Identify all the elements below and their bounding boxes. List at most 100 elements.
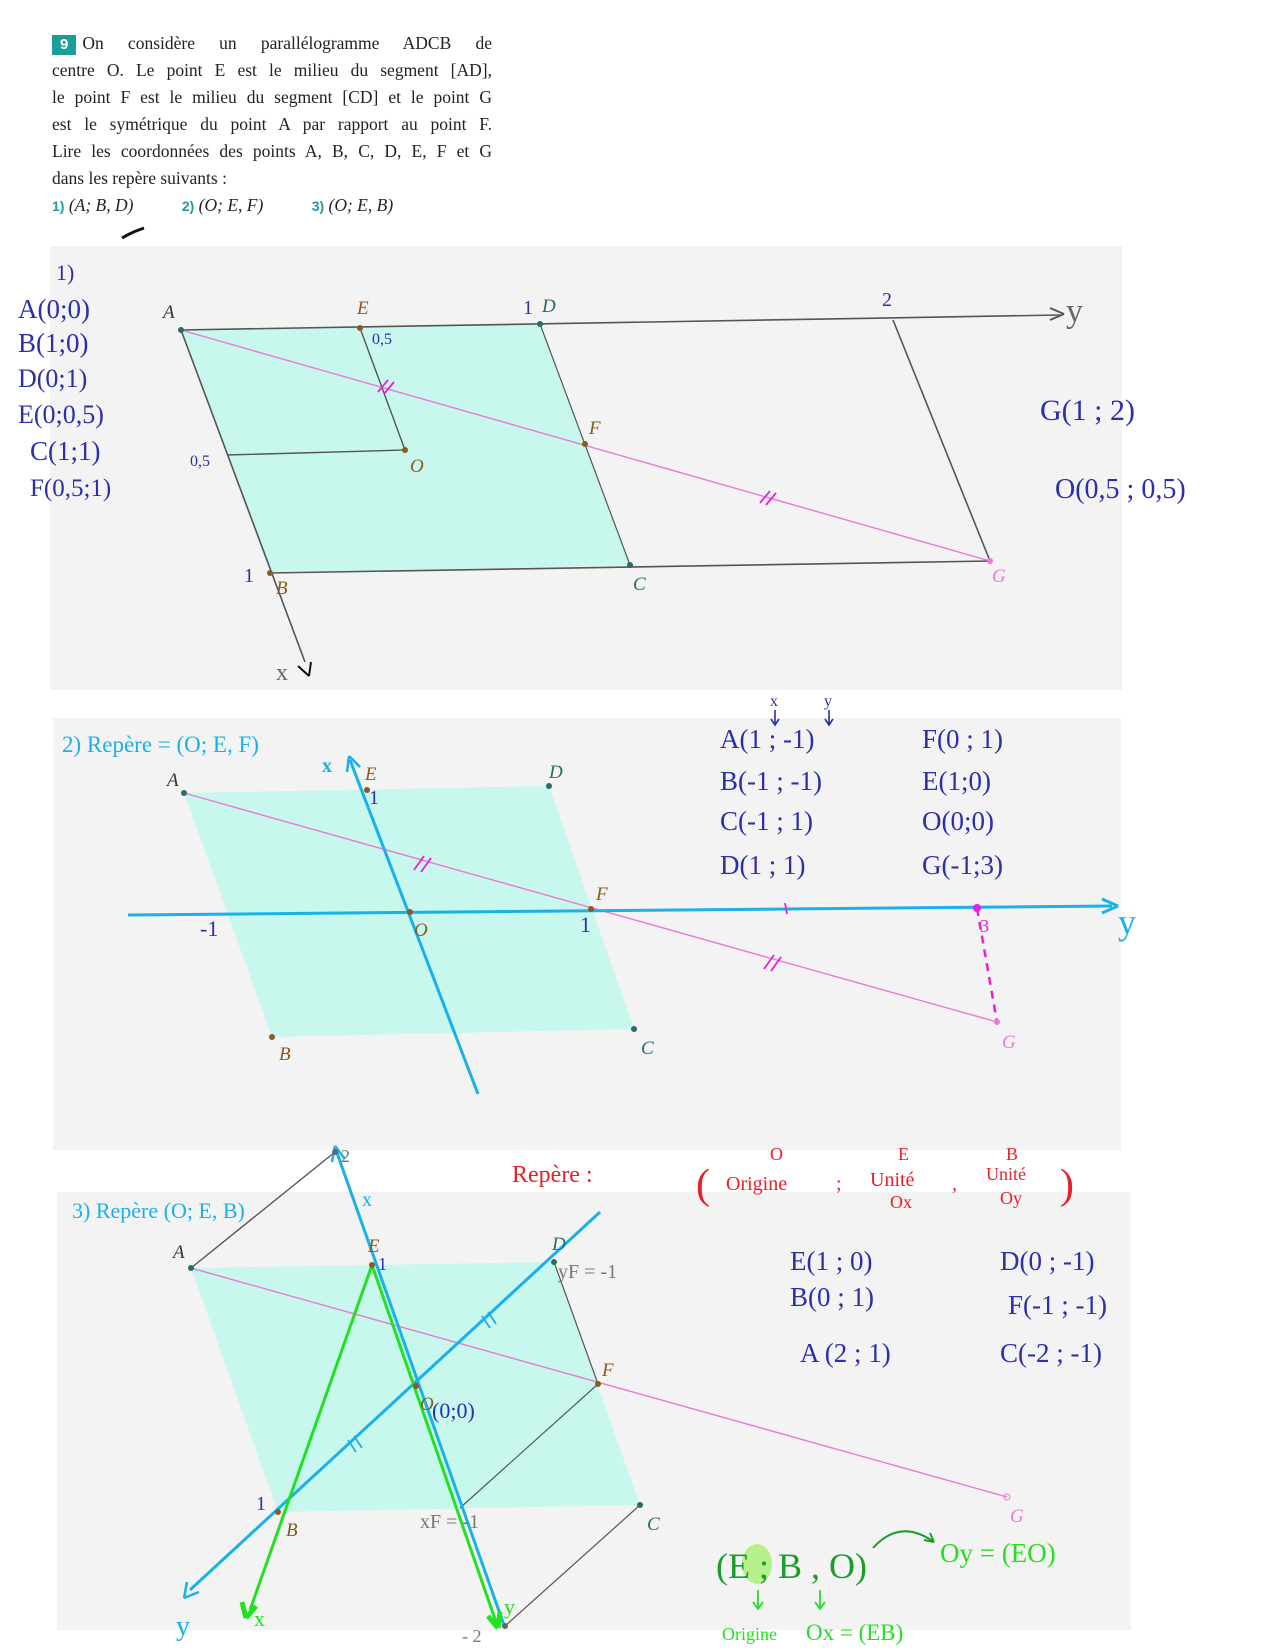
part3-paren-open: ( <box>696 1162 710 1208</box>
part1-label-B: B <box>276 578 288 599</box>
part3-title: 3) Repère (O; E, B) <box>72 1198 245 1223</box>
part2-axis-x-name: x <box>322 755 332 777</box>
part1-coord-F: F(0,5;1) <box>30 475 111 502</box>
statement-line-6: dans les repère suivants : <box>52 168 227 188</box>
part1-label-O: O <box>410 456 424 477</box>
part2-coord-D: D(1 ; 1) <box>720 850 805 880</box>
part3-green-tuple: (E ; B , O) <box>716 1546 867 1586</box>
part3-segment-df <box>553 1261 599 1385</box>
part3-green-origine: Origine <box>722 1624 777 1644</box>
part2-label-D: D <box>548 762 563 783</box>
part3-coord-F: F(-1 ; -1) <box>1008 1290 1107 1320</box>
question-2: 2) (O; E, F) <box>181 195 264 215</box>
part2-axis-y-line <box>127 904 1113 917</box>
statement-line-2: centre O. Le point E est le milieu du se… <box>52 60 492 80</box>
part2-label-B: B <box>279 1044 291 1065</box>
part1-tick-1-b: 1 <box>244 565 254 587</box>
part3-label-O: O <box>420 1394 434 1415</box>
part1-label-E: E <box>356 298 369 319</box>
part3-repere-label: Repère : <box>512 1162 593 1188</box>
part3-label-E: E <box>367 1236 380 1257</box>
part3-tick-minus2: - 2 <box>462 1626 482 1646</box>
part3-green-axis-y-arrow <box>486 1611 503 1630</box>
part3-label-G: G <box>1010 1506 1024 1527</box>
part2-title: 2) Repère = (O; E, F) <box>62 732 259 757</box>
part1-label-C: C <box>633 574 646 595</box>
part1-label-A: A <box>161 302 175 323</box>
part1-segment-2g <box>892 319 991 562</box>
part3-head-unite-oy: B <box>1006 1144 1018 1164</box>
part3-label-C: C <box>647 1514 660 1535</box>
part3-green-axis-x <box>248 1264 374 1611</box>
part3-segment-f-xf <box>459 1383 599 1509</box>
part1-number: 1) <box>56 260 74 285</box>
part2-tick-1: 1 <box>580 912 591 937</box>
part3-axis-y-name: y <box>176 1611 190 1642</box>
part2-header-y: y <box>824 693 832 710</box>
statement-line-4: est le symétrique du point A par rapport… <box>52 114 492 134</box>
part3-coord-O: (0;0) <box>432 1398 475 1423</box>
part1-axis-x-name: x <box>276 660 288 686</box>
part3-label-A: A <box>171 1242 185 1263</box>
part2-tick-minus1: -1 <box>200 916 218 941</box>
part3-coord-E: E(1 ; 0) <box>790 1246 872 1276</box>
part1-coord-C: C(1;1) <box>30 436 101 466</box>
part3-label-D: D <box>551 1234 566 1255</box>
part3-figure: A E D O F B C G 3) Repère (O; E, B) x Re… <box>72 1144 1107 1646</box>
part1-coord-B: B(1;0) <box>18 328 89 358</box>
part3-origine: Origine <box>726 1173 787 1195</box>
part2-coord-G: G(-1;3) <box>922 850 1003 880</box>
part3-paren-close: ) <box>1060 1162 1074 1208</box>
part1-figure: A E D O F B C G 1) A(0;0) B(1;0) D(0;1) … <box>18 260 1186 686</box>
part3-tick-e: 1 <box>378 1254 387 1274</box>
part3-tick-marks <box>347 1311 497 1453</box>
part3-points <box>188 1149 1011 1629</box>
part1-coord-G: G(1 ; 2) <box>1040 394 1135 427</box>
part2-axis-y-name: y <box>1118 902 1136 942</box>
part3-label-F: F <box>601 1360 614 1381</box>
part3-green-axis-x-arrow <box>239 1601 258 1620</box>
part1-coord-A: A(0;0) <box>18 294 90 324</box>
part2-coord-F: F(0 ; 1) <box>922 724 1003 754</box>
part2-coord-E: E(1;0) <box>922 766 991 796</box>
part3-green-y-name: y <box>504 1594 515 1619</box>
part3-ox-eq: Ox = (EB) <box>806 1620 903 1645</box>
part2-header-arrows <box>770 710 834 727</box>
part2-label-G: G <box>1002 1032 1016 1053</box>
part3-oy-eq: Oy = (EO) <box>940 1538 1056 1568</box>
part2-coord-B: B(-1 ; -1) <box>720 766 822 796</box>
part3-tick-b: 1 <box>256 1493 266 1515</box>
part2-coord-A: A(1 ; -1) <box>720 724 814 754</box>
part1-axis-y-line <box>180 314 1061 331</box>
part3-axis-x-top: x <box>362 1189 372 1211</box>
part2-tick-3: 3 <box>980 916 989 936</box>
question-1: 1) (A; B, D) <box>52 195 134 215</box>
part3-axis-y-line <box>188 1210 602 1592</box>
part3-unite2: Unité <box>986 1164 1026 1184</box>
part1-axis-x-arrow <box>297 661 312 677</box>
part3-highlight-e <box>742 1544 772 1584</box>
exercise-number-badge: 9 <box>52 35 77 55</box>
part3-sep1: ; <box>836 1173 842 1195</box>
part2-projection-g <box>975 907 999 1023</box>
part2-handwriting: 2) Repère = (O; E, F) A(1 ; -1) B(-1 ; -… <box>62 693 1136 942</box>
statement-line-5: Lire les coordonnées des points A, B, C,… <box>52 141 492 161</box>
part3-coord-A: A (2 ; 1) <box>800 1338 891 1368</box>
part2-label-C: C <box>641 1038 654 1059</box>
question-3: 3) (O; E, B) <box>311 195 394 215</box>
part1-axis-y-name: y <box>1066 293 1083 330</box>
part2-axis-y-arrow <box>1101 897 1119 915</box>
part3-xf: xF = -1 <box>420 1511 479 1533</box>
part2-label-F: F <box>595 884 608 905</box>
part3-tick-2: 2 <box>341 1146 350 1166</box>
part3-head-unite-ox: E <box>898 1144 909 1164</box>
part1-label-F: F <box>588 418 601 439</box>
part2-label-A: A <box>165 770 179 791</box>
part2-coord-O: O(0;0) <box>922 806 994 836</box>
part2-points <box>181 783 1000 1040</box>
part3-coord-B: B(0 ; 1) <box>790 1282 874 1312</box>
